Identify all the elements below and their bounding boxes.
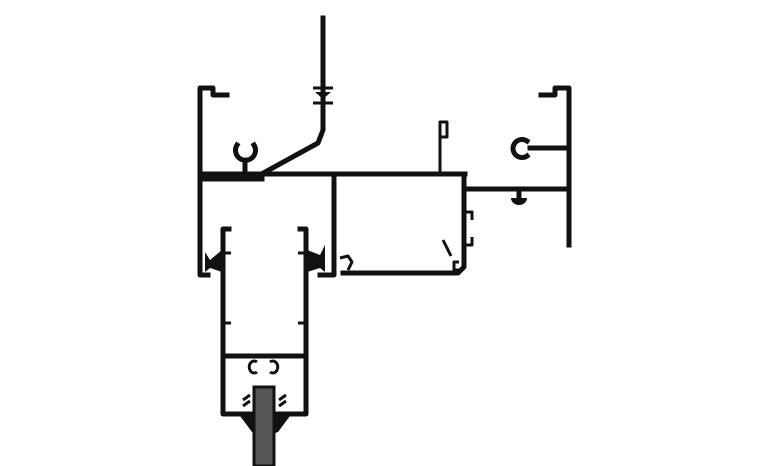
sash-clip [247, 359, 280, 375]
left-gasket [205, 250, 222, 272]
glass-pane [252, 385, 276, 466]
outer-frame-profile [197, 15, 474, 278]
mullion-knob [511, 198, 527, 205]
mullion-clip [510, 137, 531, 160]
right-gasket [307, 245, 325, 272]
mullion-profile [462, 85, 572, 248]
